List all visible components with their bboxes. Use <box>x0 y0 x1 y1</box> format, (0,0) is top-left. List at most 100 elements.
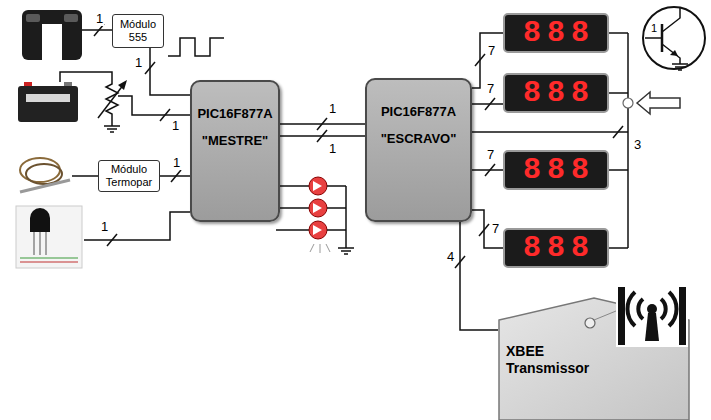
light-ray <box>320 244 321 253</box>
ground-bar <box>110 131 114 133</box>
bus-width-label: 3 <box>633 138 642 152</box>
bus-slash <box>317 118 327 130</box>
xbee-module: XBEE Transmissor <box>498 283 690 420</box>
bus-slash <box>613 126 623 138</box>
antenna-tower <box>645 313 659 341</box>
display-digits: 888 <box>517 154 595 186</box>
thermocouple-probe <box>20 180 70 192</box>
sensor-shine <box>64 14 78 22</box>
common-wire <box>609 32 628 34</box>
base-bar <box>661 24 664 52</box>
bus-slash <box>455 256 465 268</box>
sensor-lead <box>39 232 41 255</box>
bus-connector <box>472 103 503 105</box>
microcontroller-box: PIC16F877A "MESTRE" <box>190 80 280 222</box>
bus-width-label: 7 <box>486 82 495 96</box>
led-wire <box>327 185 346 187</box>
potentiometer-symbol <box>98 78 127 132</box>
bus-width-label: 7 <box>486 148 495 162</box>
bus-slash <box>317 130 327 142</box>
sensor-lead <box>33 232 35 255</box>
hall-sensor-image <box>22 10 82 60</box>
box-label: Módulo 555 <box>115 18 161 44</box>
antenna-bracket <box>679 287 686 345</box>
bus-width-label: 1 <box>328 142 337 156</box>
battery-sticker <box>26 94 70 102</box>
module-box: Módulo 555 <box>112 14 164 48</box>
module-box: Módulo Termopar <box>98 160 160 192</box>
led-symbol <box>309 221 327 239</box>
radio-wave <box>627 292 635 326</box>
signal-wire <box>82 29 112 31</box>
battery-terminal <box>64 82 72 86</box>
role-label: "MESTRE" <box>202 133 269 148</box>
bus-slash <box>485 164 495 176</box>
ground-bar <box>338 247 354 249</box>
thermocouple-coil <box>20 158 60 182</box>
bus-width-label: 1 <box>134 56 143 70</box>
detail-circle <box>623 98 633 108</box>
bus-width-label: 7 <box>491 222 500 236</box>
collector-lead <box>662 8 680 32</box>
bus-slash <box>479 224 489 236</box>
seven-segment-display: 888 <box>503 228 609 268</box>
led-wire <box>276 185 309 187</box>
role-label: "ESCRAVO" <box>381 131 457 146</box>
bus-width-label: 1 <box>95 12 104 26</box>
radio-wave <box>638 299 643 319</box>
box-label: PIC16F877A <box>381 104 456 119</box>
common-wire <box>609 92 628 94</box>
common-wire <box>609 247 628 249</box>
led-group <box>276 177 354 254</box>
control-wire <box>472 131 628 133</box>
sensor-shine <box>26 14 40 22</box>
bus-slash <box>160 109 170 121</box>
common-wire <box>627 33 629 248</box>
bus-width-label: 1 <box>328 102 337 116</box>
signal-wire <box>72 175 98 177</box>
microcontroller-box: PIC16F877A "ESCRAVO" <box>365 78 472 222</box>
bus-connector <box>472 169 503 171</box>
emitter-lead <box>662 44 680 64</box>
sensor-gap <box>42 24 62 60</box>
pointer-arrow <box>637 92 680 114</box>
bus-width-label: 1 <box>100 220 109 234</box>
box-label: PIC16F877A <box>197 106 272 121</box>
bus-slash <box>107 234 117 246</box>
sensor-body <box>22 10 82 60</box>
battery-body <box>18 86 78 122</box>
bus-connector <box>460 222 498 330</box>
ground-wire <box>345 186 347 248</box>
box-label: XBEE Transmissor <box>506 343 610 377</box>
bus-width-label: 1 <box>172 156 181 170</box>
transistor-symbol <box>643 7 705 70</box>
antenna-jack <box>585 318 595 328</box>
base-lead <box>645 37 662 39</box>
bus-slash <box>171 170 181 182</box>
bus-width-label: 1 <box>171 119 180 133</box>
ground-bar <box>104 125 120 127</box>
ground-bar <box>678 69 682 71</box>
radio-wave <box>669 292 677 326</box>
bus-width-label: 4 <box>446 250 455 264</box>
transistor-circle <box>643 7 705 69</box>
led-diode <box>313 225 322 235</box>
led-diode <box>313 181 322 191</box>
led-wire <box>276 207 309 209</box>
led-diode <box>313 203 322 213</box>
led-wire <box>276 229 309 231</box>
antenna-tip <box>647 304 657 314</box>
ground-bar <box>344 253 348 255</box>
pcb-trace <box>20 262 78 263</box>
bus-slash <box>475 54 485 66</box>
antenna-ground <box>616 285 688 347</box>
thermocouple-image <box>20 158 70 192</box>
wiper-head <box>118 80 127 90</box>
display-digits: 888 <box>517 17 595 49</box>
seven-segment-display: 888 <box>503 73 609 113</box>
seven-segment-display: 888 <box>503 150 609 190</box>
light-ray <box>310 244 314 252</box>
bus-slash <box>145 62 155 74</box>
pcb-trace <box>20 258 78 259</box>
